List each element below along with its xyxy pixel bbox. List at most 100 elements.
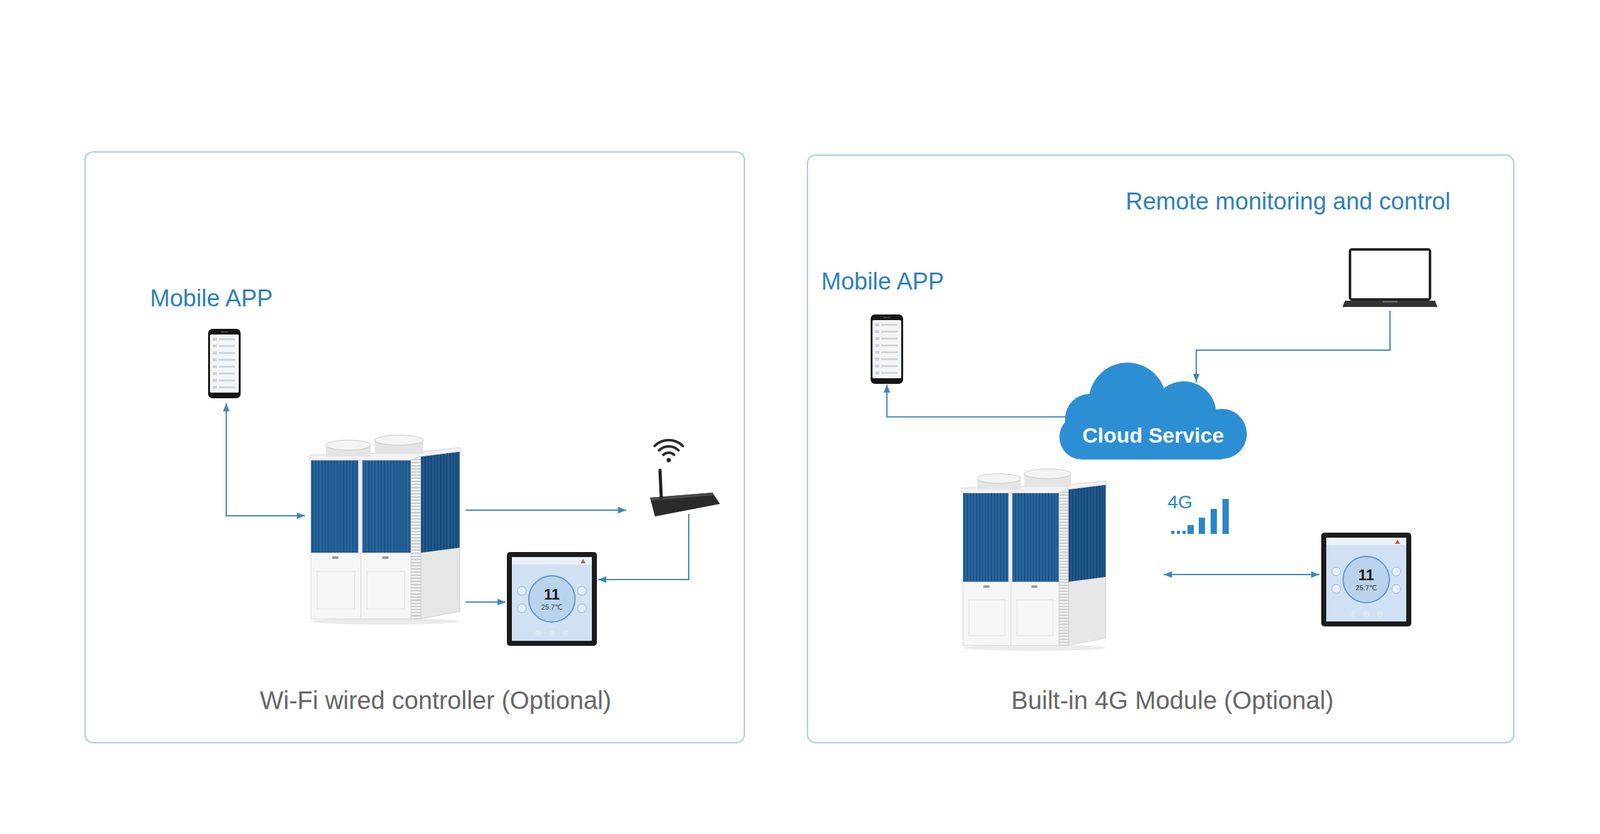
mobile-phone-icon-part-part <box>212 385 217 389</box>
mobile-phone-icon-part-part <box>212 365 217 369</box>
wifi-router-part-part <box>658 446 679 450</box>
heat-pump-unit <box>961 468 1107 651</box>
device-heading: Mobile APP <box>821 267 944 297</box>
mobile-phone-icon-part-part <box>875 330 880 334</box>
controller-screen-part <box>1343 556 1390 603</box>
controller-screen-part <box>1331 566 1401 594</box>
controller-screen-part <box>528 575 575 622</box>
mobile-phone-icon-part-part <box>881 330 898 333</box>
laptop-icon <box>1342 248 1438 309</box>
controller-screen-part-part <box>1391 584 1401 594</box>
connector-arrow <box>1196 310 1390 382</box>
mobile-phone-icon-part-part <box>218 386 235 389</box>
mobile-phone-icon-part-part <box>212 337 217 341</box>
wired-controller: 1125.7℃ <box>506 551 597 646</box>
controller-screen-part <box>511 556 592 641</box>
cloud-service: Cloud Service <box>1059 362 1247 460</box>
mobile-phone-icon-part-part <box>875 350 880 354</box>
signal-wire-part <box>1163 573 1320 575</box>
controller-screen-part <box>1321 532 1412 627</box>
wifi-router-part <box>654 440 683 455</box>
wifi-router-part-part <box>663 452 675 455</box>
device-heading: Mobile APP <box>150 284 273 314</box>
controller-screen-part <box>1395 539 1400 544</box>
mobile-phone-icon-part-part <box>881 365 898 367</box>
display-reading: 25.7℃ <box>541 603 563 612</box>
mobile-phone-icon-part-part <box>875 357 880 361</box>
panel-caption: Wi-Fi wired controller (Optional) <box>260 685 612 715</box>
wifi-router <box>650 440 720 517</box>
mobile-phone-icon-part-part <box>218 379 235 382</box>
mobile-phone-icon-part <box>208 328 241 399</box>
controller-screen-part <box>1326 537 1407 545</box>
cloud-shape-part <box>1059 362 1247 460</box>
wifi-router-part-part <box>654 440 683 446</box>
signal-wire-part <box>465 601 506 603</box>
mobile-phone-icon-part-part <box>212 344 217 348</box>
mobile-phone-icon <box>208 328 241 399</box>
signal-bars-part <box>1198 517 1205 534</box>
controller-screen-part-part <box>548 630 555 637</box>
mobile-phone-icon-part-part <box>218 358 235 361</box>
connector-arrow <box>886 384 1066 417</box>
mobile-phone-icon-part-part <box>875 364 880 368</box>
controller-screen-part-part <box>562 630 569 637</box>
controller-screen-part-part <box>1391 566 1401 576</box>
wifi-router-part <box>666 458 672 463</box>
mobile-phone-icon-part-part <box>212 351 217 355</box>
wifi-router-part <box>660 470 662 498</box>
mobile-phone-icon-part-part <box>212 358 217 362</box>
laptop: Remote monitoring and control <box>1125 187 1451 309</box>
mobile-phone-icon-part-part <box>875 336 880 340</box>
controller-screen-part-part <box>1363 610 1370 617</box>
controller-screen-part-part <box>577 586 587 595</box>
controller-screen-part-part <box>1331 584 1341 594</box>
controller-screen-part <box>511 556 592 565</box>
signal-bars-part <box>1176 530 1180 534</box>
controller-screen-part-part <box>577 603 587 613</box>
mobile-phone-icon-part <box>870 314 904 384</box>
signal-bars-part <box>1210 508 1217 534</box>
panel-frame: Remote monitoring and control Mobile APP… <box>806 154 1515 744</box>
signal-bars-part <box>1222 498 1229 534</box>
mobile-phone-icon-part-part <box>881 351 898 354</box>
controller-screen-part <box>535 630 569 637</box>
controller-screen-part-part <box>1349 610 1356 617</box>
laptop-icon-part <box>1382 300 1398 303</box>
controller-screen-part <box>580 558 586 564</box>
signal-wire-part <box>226 403 305 516</box>
laptop-icon-part <box>1342 300 1438 307</box>
mobile-phone-icon-part <box>210 334 239 393</box>
mobile-phone-icon-part-part <box>212 371 217 375</box>
signal-bars-part <box>1171 530 1175 534</box>
device-heading: Remote monitoring and control <box>1125 187 1451 217</box>
mobile-phone-icon-part <box>875 323 898 375</box>
mobile-phone-icon-part-part <box>881 344 898 347</box>
mobile-phone-icon-part-part <box>218 351 235 354</box>
mobile-phone: Mobile APP <box>821 267 944 384</box>
display-reading: 25.7℃ <box>1355 583 1377 592</box>
mobile-phone-icon-part-part <box>881 337 898 340</box>
mobile-phone-icon-part-part <box>218 365 235 368</box>
controller-screen-part-part <box>1376 610 1384 617</box>
mobile-phone-icon-part-part <box>212 378 217 382</box>
mobile-phone-icon-part-part <box>875 323 880 327</box>
panel-frame: Mobile APP 1125.7℃ Wi-Fi wired controller… <box>84 151 745 744</box>
mobile-phone-icon-part <box>872 320 902 379</box>
mobile-phone-icon-part-part <box>881 371 898 374</box>
controller-screen-part <box>1326 537 1407 622</box>
signal-bars-part <box>1187 525 1194 534</box>
mobile-phone-icon-part-part <box>218 345 235 347</box>
mobile-phone-icon <box>870 314 904 384</box>
signal-wire-part <box>598 513 689 580</box>
controller-screen-part <box>517 586 587 613</box>
display-reading: 11 <box>1358 566 1374 584</box>
mobile-phone-icon-part-part <box>218 338 235 340</box>
mobile-phone-icon-part-part <box>881 323 898 326</box>
laptop-icon-part <box>1350 249 1430 300</box>
wired-controller: 1125.7℃ <box>1321 532 1412 627</box>
signal-wire <box>226 403 1320 602</box>
